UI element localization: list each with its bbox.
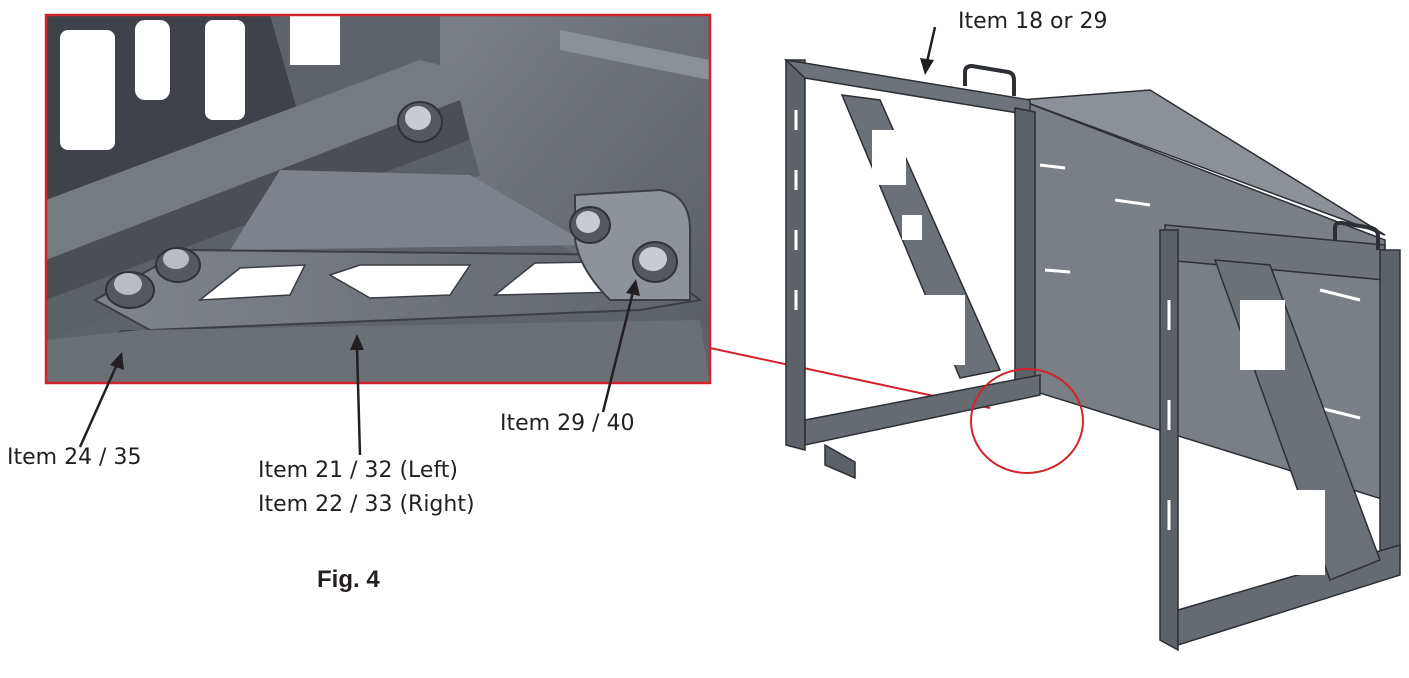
callout-top-item: Item 18 or 29 xyxy=(958,9,1108,34)
detail-location-circle xyxy=(970,368,1084,474)
nut-top xyxy=(397,101,443,143)
detail-view xyxy=(46,15,710,383)
callout-left-bolt: Item 24 / 35 xyxy=(7,445,142,470)
nut-left-b xyxy=(155,247,201,283)
nut-right-upper xyxy=(569,206,611,244)
figure-caption: Fig. 4 xyxy=(317,566,380,593)
callout-brace-left: Item 21 / 32 (Left) xyxy=(258,458,459,483)
nut-left-a xyxy=(105,271,155,309)
nut-right-lower xyxy=(632,241,678,283)
detail-view-frame xyxy=(44,13,712,385)
callout-right-bolt: Item 29 / 40 xyxy=(500,411,635,436)
callout-brace-right: Item 22 / 33 (Right) xyxy=(258,492,475,517)
callout-arrows xyxy=(78,26,937,456)
isometric-assembly-view xyxy=(783,58,1401,652)
